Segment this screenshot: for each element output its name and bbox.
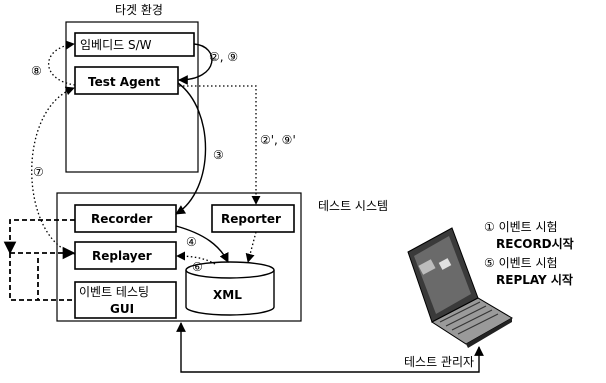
embedded-sw-label: 임베디드 S/W: [80, 38, 152, 52]
step-2p-9p-label: ②', ⑨': [260, 133, 296, 147]
step-8-label: ⑧: [31, 64, 42, 78]
legend-replay-line1: ⑤ 이벤트 시험: [484, 256, 558, 270]
step-2-9-label: ②, ⑨: [209, 50, 238, 64]
step-7-label: ⑦: [33, 165, 44, 179]
target-env-title: 타겟 환경: [115, 3, 163, 17]
test-system-title: 테스트 시스템: [318, 199, 388, 213]
replayer-label: Replayer: [92, 249, 152, 263]
legend-replay-line2: REPLAY 시작: [496, 272, 573, 287]
step-6-label: ⑥: [192, 260, 203, 274]
legend-record-line1: ① 이벤트 시험: [484, 220, 558, 234]
reporter-label: Reporter: [221, 212, 281, 226]
step-4-label: ④: [186, 235, 197, 249]
event-gui-label-1: 이벤트 테스팅: [79, 285, 149, 299]
xml-label: XML: [213, 288, 242, 302]
legend-record-line2: RECORD시작: [496, 236, 574, 251]
event-gui-label-2: GUI: [110, 302, 134, 316]
recorder-label: Recorder: [91, 212, 152, 226]
tester-title: 테스트 관리자: [404, 355, 474, 369]
step-3-label: ③: [213, 148, 224, 162]
test-agent-label: Test Agent: [88, 75, 160, 89]
